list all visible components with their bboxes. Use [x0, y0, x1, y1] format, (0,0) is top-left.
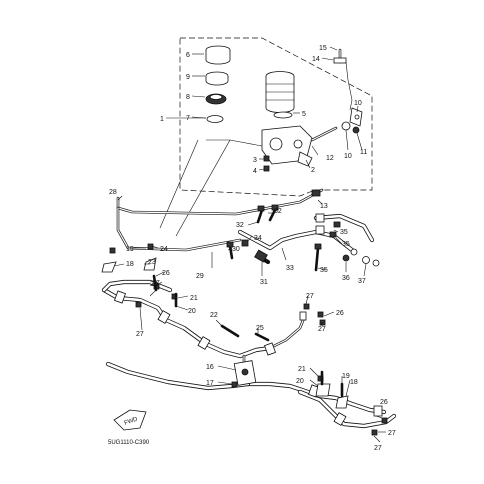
bracket-part-20 — [315, 370, 331, 397]
callout-27-d: 27 — [318, 326, 326, 333]
callout-6: 6 — [186, 52, 190, 59]
callout-27-f: 27 — [374, 445, 382, 452]
callout-32-upper: 32 — [274, 208, 282, 215]
callout-11: 11 — [360, 149, 367, 156]
callout-18-upper: 18 — [126, 261, 134, 268]
brake-pipe-part-28 — [116, 188, 324, 252]
callout-15: 15 — [319, 45, 327, 52]
callout-20-lower: 20 — [296, 378, 304, 385]
callout-31: 31 — [260, 279, 268, 286]
callout-28: 28 — [109, 189, 117, 196]
callout-27-c: 27 — [306, 293, 314, 300]
hose-fittings — [254, 213, 380, 267]
callout-27-b: 27 — [136, 331, 144, 338]
pin-part-14 — [333, 57, 347, 64]
bolt-part-3 — [263, 155, 270, 162]
callout-35-middle: 35 — [342, 241, 350, 248]
callout-24: 24 — [160, 246, 168, 253]
callout-21-upper: 21 — [190, 295, 198, 302]
diaphragm-part-8 — [205, 93, 227, 105]
assembly-boundary-outline — [179, 37, 373, 197]
forward-direction-arrow: FWD — [113, 409, 147, 431]
callout-25: 25 — [256, 325, 264, 332]
callout-34: 34 — [254, 235, 262, 242]
callout-20-upper: 20 — [188, 308, 196, 315]
diagram-code: 5UG1110-C390 — [108, 440, 150, 446]
callout-13: 13 — [320, 203, 328, 210]
callout-3: 3 — [253, 157, 257, 164]
hose-clamps — [114, 290, 383, 426]
callout-32-lower: 32 — [236, 222, 244, 229]
callout-14: 14 — [312, 56, 320, 63]
callout-27-e: 27 — [388, 430, 396, 437]
bolt-parts-35 — [314, 221, 341, 272]
bolt-part-4 — [263, 165, 270, 172]
clip-part-18-lower — [335, 382, 349, 409]
callout-19-upper: 19 — [126, 246, 134, 253]
callout-23-upper: 23 — [148, 259, 156, 266]
clevis-part-10 — [341, 121, 360, 134]
front-brake-hose-left — [101, 279, 273, 359]
callout-1: 1 — [160, 116, 164, 123]
callout-26-upper: 26 — [162, 270, 170, 277]
callout-19-lower: 19 — [342, 373, 350, 380]
callout-9: 9 — [186, 74, 190, 81]
callout-12: 12 — [326, 155, 334, 162]
callout-29: 29 — [196, 273, 204, 280]
float-part-7 — [206, 115, 224, 123]
callout-35-lower: 35 — [320, 267, 328, 274]
callout-37: 37 — [358, 278, 366, 285]
callout-7: 7 — [186, 115, 190, 122]
forward-arrow-label: FWD — [124, 416, 140, 427]
callout-10-upper: 10 — [354, 100, 362, 107]
callout-5: 5 — [302, 111, 306, 118]
union-bolt-part-13 — [311, 189, 321, 197]
callout-4: 4 — [253, 168, 257, 175]
callout-22: 22 — [210, 312, 218, 319]
bolt-part-30 — [226, 241, 234, 260]
callout-26-lower: 26 — [380, 399, 388, 406]
clevis-pin-part-11 — [349, 107, 363, 127]
diaphragm-plate-part-9 — [205, 71, 229, 86]
bolt-part-25 — [254, 332, 270, 342]
master-cylinder-body-part-2 — [261, 125, 313, 167]
callout-10-lower: 10 — [344, 153, 352, 160]
callout-23-lower: 23 — [150, 281, 158, 288]
callout-18-lower: 18 — [350, 379, 358, 386]
reservoir-cap-part-6 — [205, 45, 231, 65]
callout-2: 2 — [311, 167, 315, 174]
callout-8: 8 — [186, 94, 190, 101]
bolt-part-34 — [241, 239, 249, 247]
reservoir-band-part-5 — [273, 111, 293, 119]
callout-26-middle: 26 — [336, 310, 344, 317]
callout-16: 16 — [206, 364, 214, 371]
callout-36: 36 — [342, 275, 350, 282]
callout-27-a: 27 — [152, 280, 160, 287]
brake-junction-block-part-16 — [233, 360, 257, 386]
callout-17: 17 — [206, 380, 214, 387]
bolt-part-22 — [220, 324, 240, 338]
bolt-parts-32 — [256, 204, 279, 224]
callout-33: 33 — [286, 265, 294, 272]
callout-21-lower: 21 — [298, 366, 306, 373]
callout-35-upper: 35 — [340, 229, 348, 236]
callout-30: 30 — [232, 246, 240, 253]
reservoir-body — [265, 71, 295, 113]
pushrod-part-12 — [310, 126, 338, 142]
small-bolts — [135, 283, 388, 436]
